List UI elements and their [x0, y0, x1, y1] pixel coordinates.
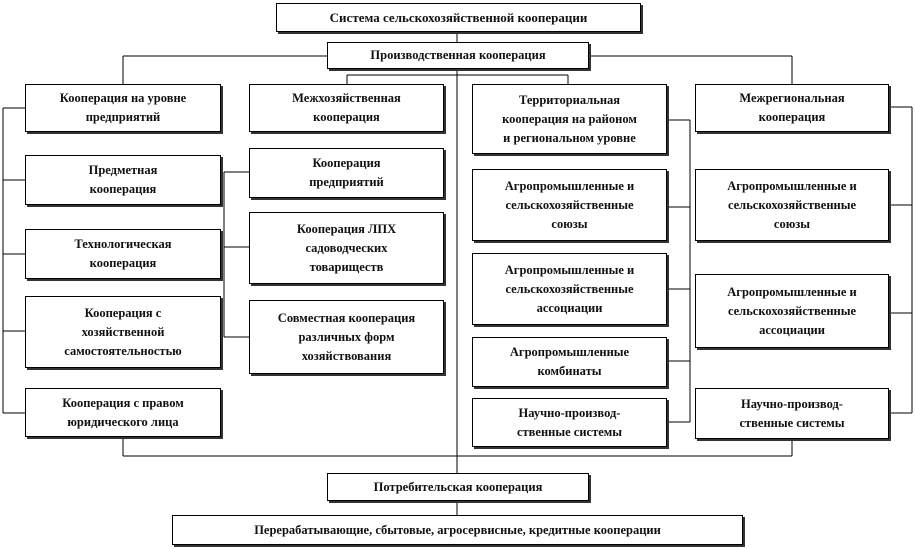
system-title-box: Система сельскохозяйственной кооперации	[276, 3, 641, 32]
column3-item-box: Научно-производ- ственные системы	[472, 398, 667, 447]
consumer-cooperation-box: Потребительская кооперация	[327, 473, 589, 501]
column4-item-box: Научно-производ- ственные системы	[695, 388, 889, 439]
processing-cooperation-box: Перерабатывающие, сбытовые, агросервисны…	[172, 515, 743, 545]
column2-item-box: Кооперация предприятий	[249, 148, 444, 198]
column1-item-box: Предметная кооперация	[25, 155, 221, 205]
column2-item-box: Кооперация ЛПХ садоводческих товариществ	[249, 212, 444, 284]
column3-item-box: Агропромышленные и сельскохозяйственные …	[472, 253, 667, 325]
column4-item-box: Агропромышленные и сельскохозяйственные …	[695, 274, 889, 348]
column1-header-box: Кооперация на уровне предприятий	[25, 84, 221, 132]
column3-header-box: Территориальная кооперация на районом и …	[472, 84, 667, 154]
column3-item-box: Агропромышленные комбинаты	[472, 337, 667, 387]
column1-item-box: Кооперация с хозяйственной самостоятельн…	[25, 296, 221, 368]
production-cooperation-box: Производственная кооперация	[327, 42, 589, 69]
column1-item-box: Технологическая кооперация	[25, 229, 221, 279]
column2-header-box: Межхозяйственная кооперация	[249, 84, 444, 132]
column4-item-box: Агропромышленные и сельскохозяйственные …	[695, 169, 889, 241]
column1-item-box: Кооперация с правом юридического лица	[25, 388, 221, 437]
column2-item-box: Совместная кооперация различных форм хоз…	[249, 300, 444, 374]
column4-header-box: Межрегиональная кооперация	[695, 84, 889, 132]
column3-item-box: Агропромышленные и сельскохозяйственные …	[472, 169, 667, 241]
